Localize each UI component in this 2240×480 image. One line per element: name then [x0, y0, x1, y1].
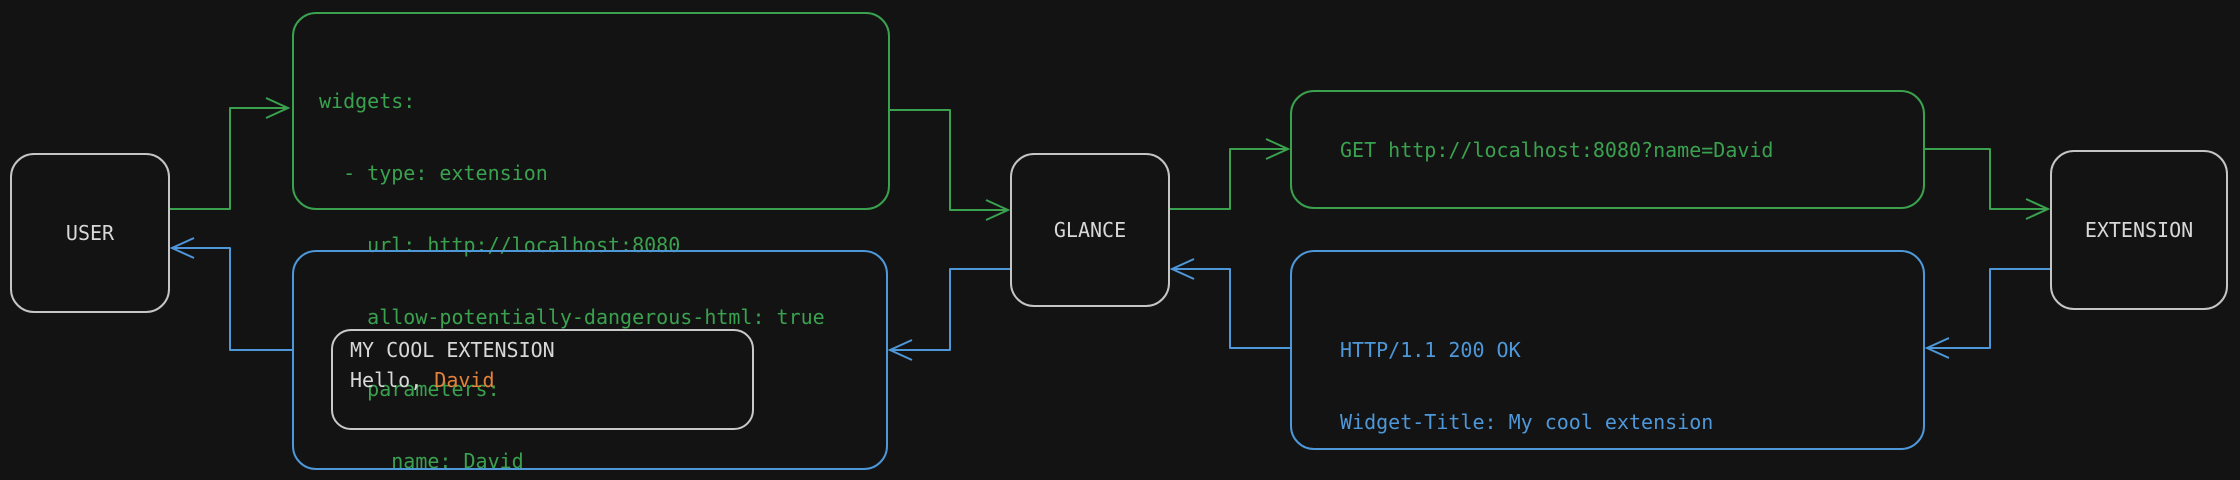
config-yaml-box: widgets: - type: extension url: http://l… — [292, 12, 890, 473]
edge-response-to-glance — [1169, 258, 1290, 349]
node-extension-label: EXTENSION — [2084, 218, 2194, 242]
config-line: parameters: — [319, 377, 500, 401]
edge-extension-to-response — [1924, 268, 2050, 359]
config-line: - type: extension — [319, 161, 548, 185]
response-line: HTTP/1.1 200 OK — [1340, 338, 1521, 362]
edge-widget-to-user — [169, 237, 292, 351]
config-line: url: http://localhost:8080 — [319, 233, 681, 257]
http-request-box: GET http://localhost:8080?name=David — [1290, 90, 1925, 209]
node-glance-label: GLANCE — [1053, 218, 1127, 242]
edge-user-to-config — [170, 97, 291, 210]
http-request-text: GET http://localhost:8080?name=David — [1340, 137, 1774, 162]
edge-glance-to-request — [1170, 138, 1291, 210]
greeting-prefix: Hello, — [350, 367, 435, 392]
widget-preview-box: MY COOL EXTENSION Hello, David — [292, 250, 888, 470]
greeting-name: David — [434, 367, 495, 392]
widget-title: MY COOL EXTENSION — [350, 338, 555, 362]
edge-glance-to-widget — [887, 268, 1010, 361]
http-response-box: HTTP/1.1 200 OK Widget-Title: My cool ex… — [1290, 250, 1925, 450]
edge-config-to-glance — [890, 109, 1011, 221]
response-line: Widget-Title: My cool extension — [1340, 410, 1714, 434]
node-user-label: USER — [65, 221, 115, 245]
node-glance: GLANCE — [1010, 153, 1170, 307]
config-line: allow-potentially-dangerous-html: true — [319, 305, 825, 329]
node-user: USER — [10, 153, 170, 313]
node-extension: EXTENSION — [2050, 150, 2228, 310]
config-line: widgets: — [319, 89, 416, 113]
widget-greeting-box: Hello, David — [331, 329, 754, 430]
edge-request-to-extension — [1925, 148, 2051, 220]
